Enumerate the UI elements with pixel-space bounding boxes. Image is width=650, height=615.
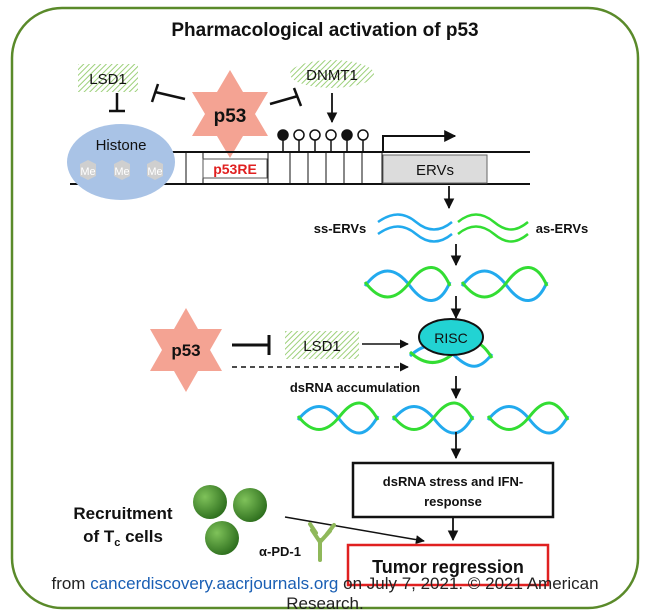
t-cells bbox=[193, 485, 267, 555]
p53-inhibit-dnmt1-bar bbox=[292, 87, 303, 107]
me-label-3: Me bbox=[147, 166, 162, 178]
lsd1-top-label: LSD1 bbox=[89, 71, 127, 88]
ss-ervs-strand-2 bbox=[377, 225, 453, 243]
tss-arrow bbox=[382, 130, 457, 152]
tumor-box bbox=[346, 543, 550, 587]
stress-box bbox=[351, 461, 555, 519]
footer-suffix: on July 7, 2021. © 2021 American bbox=[338, 574, 599, 593]
p53re-box bbox=[202, 158, 268, 179]
dsrna-row-1 bbox=[363, 266, 549, 302]
as-ervs-strand-2 bbox=[457, 225, 529, 243]
dna-ticks bbox=[185, 152, 383, 184]
footer-line-1: from cancerdiscovery.aacrjournals.org on… bbox=[0, 574, 650, 594]
risc-label: RISC bbox=[434, 330, 467, 346]
as-ervs-strand-1 bbox=[457, 213, 529, 231]
antibody-icon bbox=[308, 522, 336, 562]
tc-to-tumor-arrow bbox=[284, 516, 425, 545]
dsrna-accum-label: dsRNA accumulation bbox=[290, 380, 420, 395]
recruit-line-2: of Tc cells bbox=[83, 527, 163, 549]
p53re-label: p53RE bbox=[213, 161, 257, 177]
recruit-line-1: Recruitment bbox=[73, 504, 173, 523]
recruit-subscript: c bbox=[114, 537, 120, 549]
recruit-line-2-pre: of T bbox=[83, 527, 115, 546]
p53-top-label: p53 bbox=[214, 106, 247, 127]
p53-inhibit-lsd1-bar bbox=[150, 83, 160, 103]
outer-border bbox=[10, 6, 640, 610]
footer-line-2: Research. bbox=[286, 594, 364, 613]
ervs-label: ERVs bbox=[416, 162, 454, 179]
source-footer: from cancerdiscovery.aacrjournals.org on… bbox=[0, 574, 650, 614]
lsd1-mid-box bbox=[285, 331, 359, 359]
me-label-2: Me bbox=[114, 166, 129, 178]
ss-ervs-label: ss-ERVs bbox=[314, 221, 367, 236]
apd1-label: α-PD-1 bbox=[259, 544, 301, 559]
me-label-1: Me bbox=[80, 166, 95, 178]
as-ervs-label: as-ERVs bbox=[536, 221, 589, 236]
stress-line-2: response bbox=[424, 494, 482, 509]
p53-mid-label: p53 bbox=[171, 341, 200, 360]
p53-top-star bbox=[192, 70, 268, 158]
ss-ervs-strand-1 bbox=[377, 213, 453, 231]
ervs-box bbox=[382, 154, 488, 184]
cpg-sites bbox=[277, 129, 369, 152]
histone-label: Histone bbox=[96, 137, 147, 154]
dnmt1-box bbox=[290, 60, 374, 88]
p53-mid-star bbox=[150, 308, 222, 392]
lsd1-top-box bbox=[78, 64, 138, 92]
diagram-title: Pharmacological activation of p53 bbox=[171, 20, 478, 41]
dnmt1-label: DNMT1 bbox=[306, 67, 358, 84]
lsd1-mid-label: LSD1 bbox=[303, 338, 341, 355]
stress-line-1: dsRNA stress and IFN- bbox=[383, 474, 523, 489]
p53-inhibit-dnmt1-line bbox=[269, 94, 299, 106]
dsrna-row-2 bbox=[296, 401, 570, 435]
footer-prefix: from bbox=[51, 574, 91, 593]
footer-link[interactable]: cancerdiscovery.aacrjournals.org bbox=[90, 574, 339, 593]
tumor-label: Tumor regression bbox=[372, 557, 524, 577]
recruit-line-2-post: cells bbox=[120, 527, 163, 546]
methyl-marks bbox=[80, 160, 163, 180]
p53-inhibit-lsd1-line bbox=[154, 90, 186, 101]
risc-ellipse bbox=[418, 318, 484, 356]
